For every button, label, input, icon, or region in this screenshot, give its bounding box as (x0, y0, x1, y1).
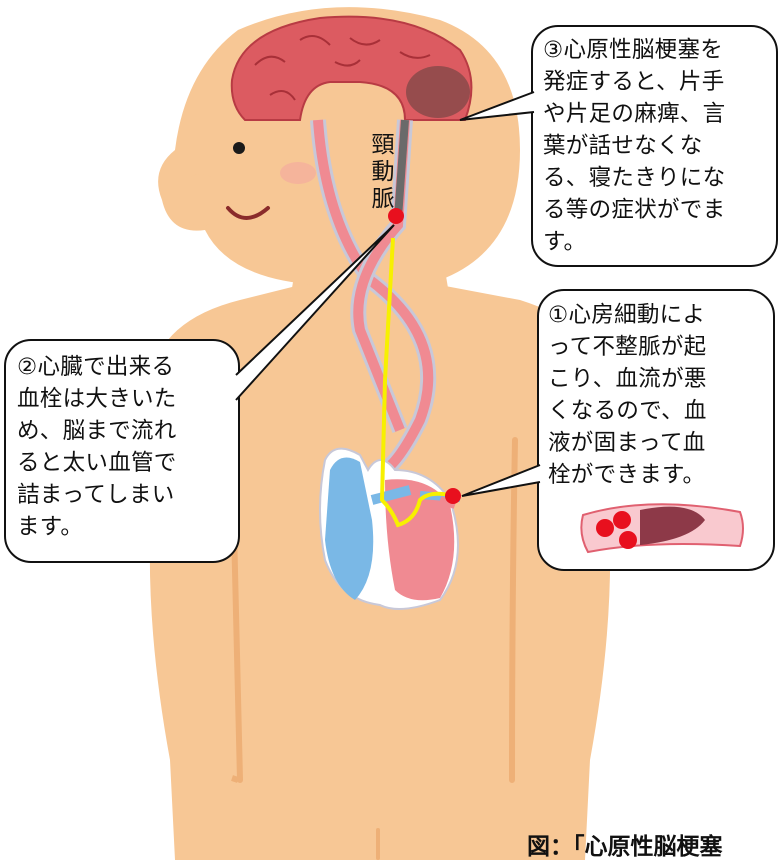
callout-stroke-onset: ③心原性脳梗塞を 発症すると、片手 や片足の麻痺、言 葉が話せなくな る、寝たき… (543, 34, 775, 258)
clot-heart (445, 488, 461, 504)
carotid-artery-label: 頸 動 脈 (368, 132, 398, 213)
callout-atrial-fibrillation: ①心房細動によ って不整脈が起 こり、血流が悪 くなるので、血 液が固まって血 … (548, 299, 770, 491)
callout-clot-travel: ②心臓で出来る 血栓は大きいた め、脳まで流れ ると太い血管で 詰まってしまい … (17, 351, 237, 543)
figure-caption: 図：「心原性脳梗塞 (527, 833, 779, 861)
eye (233, 142, 245, 154)
cheek (280, 162, 316, 184)
clot-vessel-icon (581, 504, 743, 552)
brain-infarct (406, 66, 470, 118)
